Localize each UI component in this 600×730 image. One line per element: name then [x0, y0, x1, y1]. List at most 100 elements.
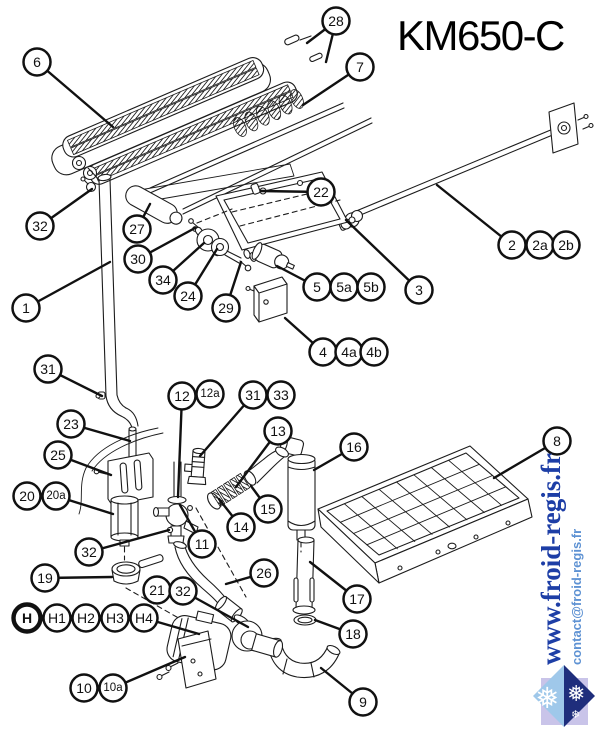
balloon-20: 20	[12, 481, 42, 511]
balloon-label: 32	[175, 583, 191, 599]
balloon-circle	[338, 619, 368, 649]
balloon-circle	[12, 481, 42, 511]
balloon-label: 5b	[363, 279, 379, 295]
spray-rods	[149, 102, 373, 215]
balloon-label: 25	[50, 447, 66, 463]
balloon-label: 31	[40, 361, 56, 377]
balloon-circle	[33, 354, 63, 384]
balloon-22: 22	[306, 177, 336, 207]
balloon-label: 23	[63, 416, 79, 432]
balloon-label: 10	[76, 680, 92, 696]
balloon-label: 31	[245, 387, 261, 403]
balloon-label: 12	[174, 388, 190, 404]
balloon-circle	[168, 576, 198, 606]
balloon-10a: 10a	[98, 673, 128, 703]
balloon-2: 2	[497, 230, 527, 260]
pump-assembly	[156, 541, 284, 689]
snowflake-icon: ❅	[567, 682, 585, 707]
balloon-circle	[129, 603, 159, 633]
balloon-34: 34	[148, 265, 178, 295]
balloon-circle	[100, 603, 130, 633]
balloon-label: 7	[356, 59, 364, 75]
balloon-circle	[339, 432, 369, 462]
balloon-15: 15	[253, 494, 283, 524]
float-switch	[93, 426, 154, 561]
balloon-circle	[253, 494, 283, 524]
leader-line	[344, 218, 421, 292]
balloon-24: 24	[173, 281, 203, 311]
balloon-31: 31	[238, 380, 268, 410]
leader-line	[35, 60, 115, 129]
balloon-label: 2a	[532, 237, 548, 253]
balloon-8: 8	[542, 426, 572, 456]
logo-diamond-right	[564, 665, 595, 727]
balloon-28: 28	[321, 6, 351, 36]
balloon-label: 14	[233, 519, 249, 535]
balloon-4a: 4a	[334, 337, 364, 367]
balloon-circle	[11, 602, 43, 634]
balloon-2a: 2a	[525, 230, 555, 260]
balloon-label: 5	[313, 279, 321, 295]
balloon-4: 4	[308, 337, 338, 367]
balloon-33: 33	[266, 380, 296, 410]
balloon-13: 13	[263, 416, 293, 446]
balloon-label: 34	[155, 272, 171, 288]
balloon-23: 23	[56, 409, 86, 439]
balloon-circle	[173, 281, 203, 311]
balloon-circle	[195, 379, 225, 409]
balloon-label: 6	[33, 54, 41, 70]
capillary-tube	[78, 427, 164, 515]
balloon-6: 6	[22, 47, 52, 77]
roller	[125, 185, 183, 225]
balloon-circle	[542, 426, 572, 456]
balloon-label: 15	[260, 501, 276, 517]
balloon-circle	[122, 214, 152, 244]
balloon-2b: 2b	[551, 230, 581, 260]
balloon-label: 29	[218, 300, 234, 316]
balloon-label: 32	[32, 218, 48, 234]
balloon-circle	[25, 211, 55, 241]
balloon-circle	[404, 275, 434, 305]
balloon-12a: 12a	[195, 379, 225, 409]
balloon-10: 10	[69, 673, 99, 703]
leader-line	[435, 183, 514, 247]
balloon-25: 25	[43, 440, 73, 470]
auger-spring	[233, 89, 304, 137]
balloon-circle	[321, 6, 351, 36]
balloon-label: 30	[130, 251, 146, 267]
balloon-3: 3	[404, 275, 434, 305]
balloon-5b: 5b	[356, 272, 386, 302]
balloon-label: 17	[349, 591, 365, 607]
balloon-32: 32	[74, 537, 104, 567]
brand-logo: ❅ ❅ ❄	[531, 663, 598, 730]
balloon-label: H2	[77, 610, 95, 626]
balloon-circle	[263, 416, 293, 446]
balloon-19: 19	[30, 563, 60, 593]
balloon-label: 28	[328, 13, 344, 29]
snowflake-icon: ❅	[535, 681, 559, 715]
balloon-label: 1	[22, 300, 30, 316]
balloon-12: 12	[167, 381, 197, 411]
balloon-label: 10a	[103, 682, 123, 694]
balloon-20a: 20a	[41, 481, 71, 511]
balloon-30: 30	[123, 244, 153, 274]
evaporator-assembly	[51, 57, 298, 185]
balloon-label: 9	[359, 694, 367, 710]
balloon-31: 31	[33, 354, 63, 384]
balloon-circle	[359, 337, 389, 367]
balloon-label: 4	[319, 344, 327, 360]
balloon-H1: H1	[42, 603, 72, 633]
balloon-label: 4a	[341, 344, 357, 360]
balloon-label: H4	[135, 610, 153, 626]
balloon-label: 33	[273, 387, 289, 403]
balloon-label: H	[22, 610, 32, 626]
balloon-circle	[306, 177, 336, 207]
balloon-label: 2b	[558, 237, 574, 253]
balloon-9: 9	[348, 687, 378, 717]
balloon-H4: H4	[129, 603, 159, 633]
gear-motor	[251, 242, 295, 270]
thermistor-pins	[284, 34, 323, 63]
outlet-tube	[292, 536, 316, 615]
